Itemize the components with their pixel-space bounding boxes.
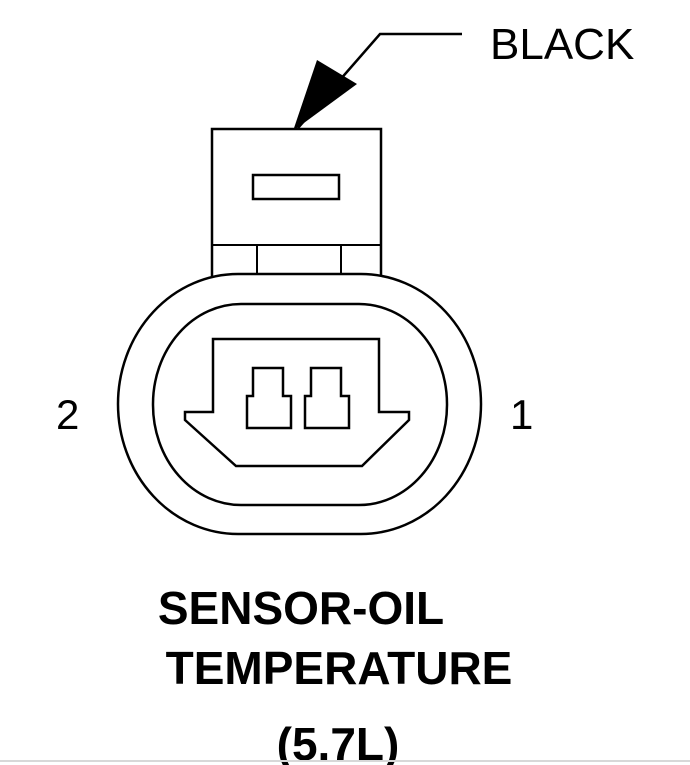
terminal-1 — [303, 366, 351, 430]
terminal-2 — [245, 366, 293, 430]
pin-2-label: 2 — [56, 391, 80, 438]
terminal-cavity — [183, 337, 411, 468]
locking-tab-slot — [251, 173, 341, 201]
locking-tab — [210, 127, 383, 281]
page-bottom-rule — [0, 760, 690, 762]
caption-line-1: SENSOR-OIL — [157, 582, 445, 634]
caption-line-3: (5.7L) — [276, 718, 400, 765]
wire-color-label: BLACK — [490, 20, 635, 69]
caption-line-2: TEMPERATURE — [165, 642, 513, 694]
leader-arrowhead — [293, 60, 357, 131]
pin-1-label: 1 — [510, 391, 534, 438]
